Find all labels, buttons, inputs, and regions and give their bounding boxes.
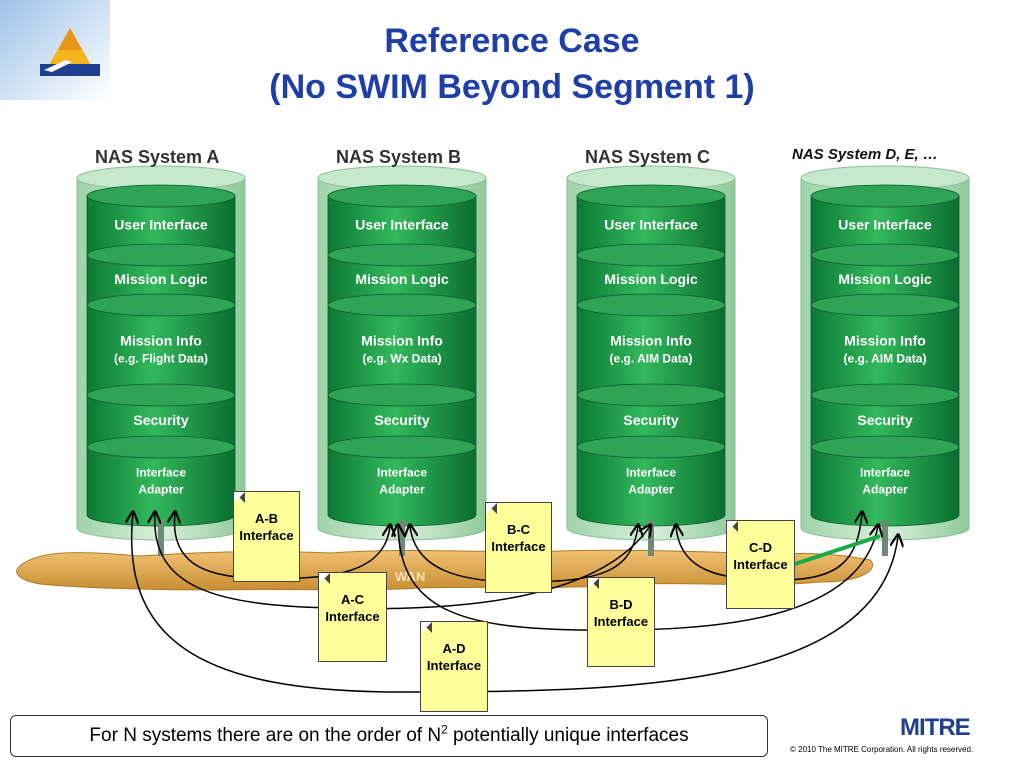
interface-doc-b-d: B-D Interface [587, 577, 655, 667]
interface-doc-title: B-C [506, 522, 531, 537]
layer-label: (e.g. AIM Data) [844, 352, 927, 366]
system-d-label: NAS System D, E, … [792, 146, 938, 163]
layer-label: Security [623, 412, 678, 428]
footer-text-after: potentially unique interfaces [447, 725, 689, 746]
layer-label: Adapter [862, 483, 908, 497]
mitre-logo: MITRE [900, 714, 971, 741]
interface-doc-title: A-C [340, 592, 365, 607]
interface-doc-a-d: A-D Interface [420, 621, 488, 712]
layer-label: (e.g. Wx Data) [362, 352, 441, 366]
system-a-label: NAS System A [95, 147, 220, 167]
interface-doc-a-c: A-C Interface [318, 572, 387, 662]
layer-label: Adapter [379, 483, 425, 497]
system-c-label: NAS System C [585, 147, 711, 167]
layer-label: Mission Info [361, 333, 443, 349]
layer-label: User Interface [838, 217, 932, 233]
interface-doc-subtitle: Interface [325, 609, 380, 624]
interface-doc-title: C-D [748, 540, 773, 555]
layer-label: Mission Info [844, 333, 926, 349]
cylinder-layer: Mission Info (e.g. AIM Data) [810, 293, 960, 407]
cylinder-layer: Mission Info (e.g. AIM Data) [576, 293, 726, 407]
interface-doc-b-c: B-C Interface [485, 502, 552, 593]
footer-note: For N systems there are on the order of … [10, 715, 768, 757]
layer-label: Mission Logic [355, 271, 449, 287]
layer-label: Security [133, 412, 188, 428]
layer-label: User Interface [114, 217, 208, 233]
interface-doc-a-b: A-B Interface [233, 491, 300, 582]
layer-label: Interface [136, 466, 186, 480]
copyright-text: © 2010 The MITRE Corporation. All rights… [790, 745, 974, 754]
interface-doc-subtitle: Interface [239, 528, 294, 543]
interface-doc-title: B-D [609, 597, 633, 612]
layer-label: Mission Info [610, 333, 692, 349]
interface-doc-subtitle: Interface [733, 557, 788, 572]
layer-label: Interface [860, 466, 910, 480]
layer-label: Interface [377, 466, 427, 480]
interface-doc-subtitle: Interface [593, 614, 649, 629]
layer-label: Adapter [628, 483, 674, 497]
footer-superscript: 2 [441, 722, 448, 737]
interface-doc-subtitle: Interface [491, 539, 546, 554]
layer-label: User Interface [355, 217, 449, 233]
layer-label: (e.g. AIM Data) [610, 352, 693, 366]
layer-label: Mission Info [120, 333, 202, 349]
faa-corner-logo-icon [0, 0, 110, 100]
layer-label: (e.g. Flight Data) [114, 352, 208, 366]
interface-doc-title: A-B [254, 511, 279, 526]
layer-label: Mission Logic [114, 271, 208, 287]
layer-label: Security [374, 412, 429, 428]
layer-label: Mission Logic [604, 271, 698, 287]
layer-label: Interface [626, 466, 676, 480]
layer-label: Adapter [138, 483, 184, 497]
page-title: Reference Case [384, 22, 640, 60]
cylinder-layer: Mission Info (e.g. Wx Data) [327, 293, 477, 407]
layer-label: Security [857, 412, 912, 428]
layer-label: User Interface [604, 217, 698, 233]
page-subtitle: (No SWIM Beyond Segment 1) [269, 68, 755, 106]
swim-link [794, 534, 881, 566]
system-b-label: NAS System B [336, 147, 462, 167]
layer-label: Mission Logic [838, 271, 932, 287]
footer-text-before: For N systems there are on the order of … [89, 725, 442, 746]
interface-doc-title: A-D [442, 641, 466, 656]
interface-doc-subtitle: Interface [426, 658, 482, 673]
interface-doc-c-d: C-D Interface [726, 520, 795, 609]
